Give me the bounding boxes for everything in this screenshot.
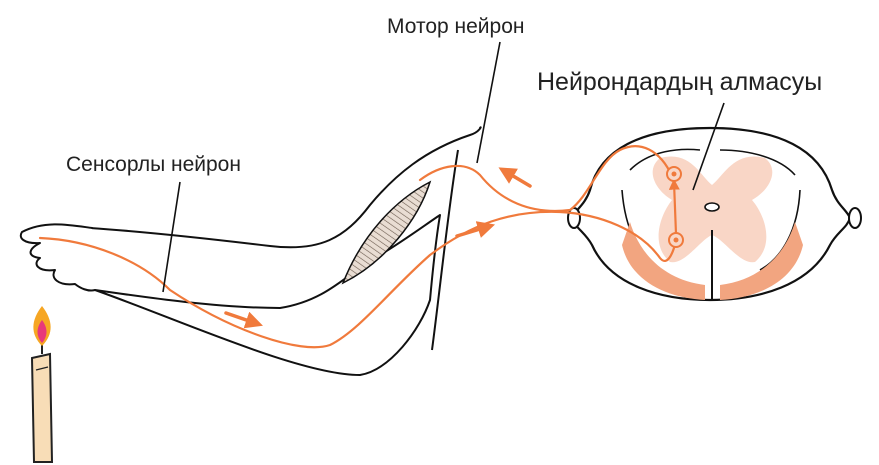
motor-leader-line bbox=[477, 42, 500, 163]
sensory-leader-line bbox=[163, 182, 180, 292]
hand-outline bbox=[21, 224, 95, 290]
motor-neuron-label: Мотор нейрон bbox=[387, 16, 524, 37]
motor-arrow bbox=[503, 170, 530, 186]
flame-icon bbox=[33, 306, 50, 346]
central-canal bbox=[705, 203, 719, 211]
synapse-node-upper-core bbox=[672, 172, 677, 177]
synapse-node-lower-core bbox=[674, 238, 679, 243]
spinal-cord-cross-section bbox=[568, 128, 861, 300]
candle-body bbox=[32, 354, 52, 462]
sensory-neuron-label: Сенсорлы нейрон bbox=[66, 154, 241, 175]
synapse-label: Нейрондардың алмасуы bbox=[537, 70, 822, 95]
candle-icon bbox=[32, 342, 52, 462]
